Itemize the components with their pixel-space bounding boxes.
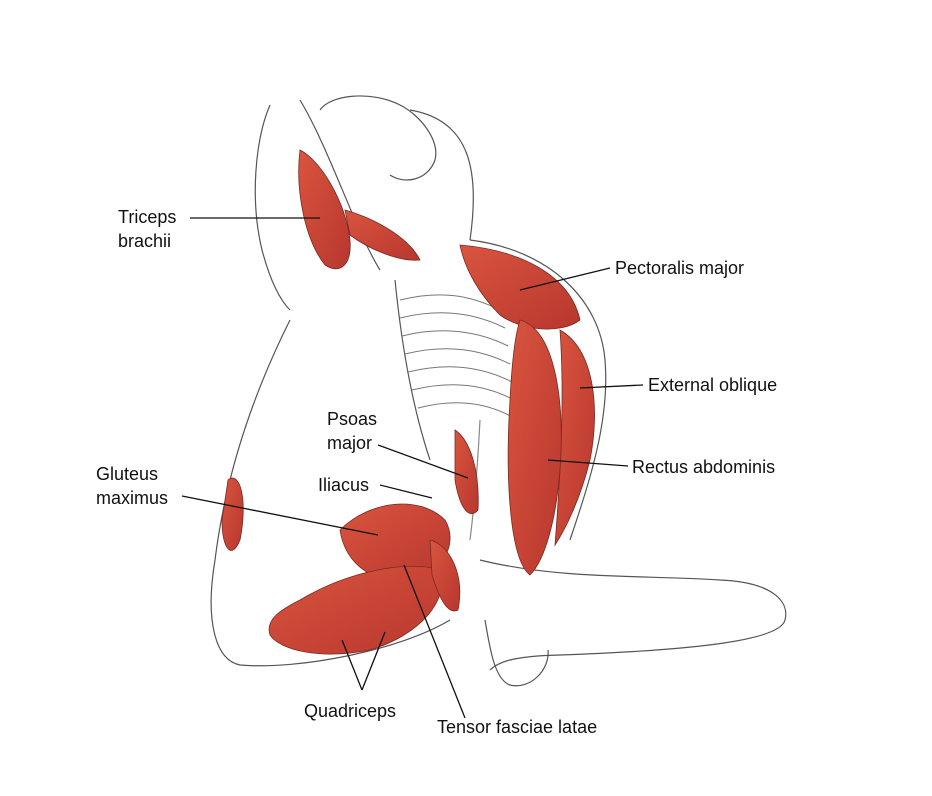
label-iliacus: Iliacus (318, 475, 370, 495)
quadriceps-leader-1 (341, 639, 363, 691)
iliacus-leader (379, 484, 433, 499)
leader-lines (181, 217, 644, 719)
psoas-major-muscle (454, 429, 479, 515)
psoas-leader (377, 444, 469, 479)
external-oblique-leader (579, 384, 644, 389)
quadriceps-leader-2 (361, 631, 386, 691)
label-psoas-2: major (327, 433, 373, 453)
deltoid-muscle (344, 209, 421, 261)
triceps-brachii-muscle (298, 149, 351, 270)
muscles (221, 149, 595, 655)
label-gluteus-1: Gluteus (96, 464, 159, 484)
label-external-oblique: External oblique (648, 375, 778, 395)
rectus-leader (547, 459, 629, 467)
pectoralis-major-muscle (459, 244, 581, 330)
ribcage (399, 294, 515, 419)
body-outline (210, 95, 787, 687)
label-pectoralis: Pectoralis major (615, 258, 745, 278)
external-oblique-muscle (554, 329, 595, 547)
label-gluteus-2: maximus (96, 488, 169, 508)
label-quadriceps: Quadriceps (304, 701, 397, 721)
label-triceps-2: brachii (118, 231, 172, 251)
quadriceps-muscle (268, 565, 443, 655)
rectus-abdominis-muscle (507, 319, 562, 576)
back-leg-muscle (221, 477, 244, 551)
tensor-fasciae-latae-muscle (429, 539, 461, 612)
label-psoas-1: Psoas (327, 409, 378, 429)
gluteus-leader (181, 495, 379, 536)
label-triceps-1: Triceps (118, 207, 177, 227)
label-rectus: Rectus abdominis (632, 457, 776, 477)
tensor-leader (403, 564, 466, 719)
pectoralis-leader (519, 267, 611, 291)
label-tensor: Tensor fasciae latae (437, 717, 598, 737)
